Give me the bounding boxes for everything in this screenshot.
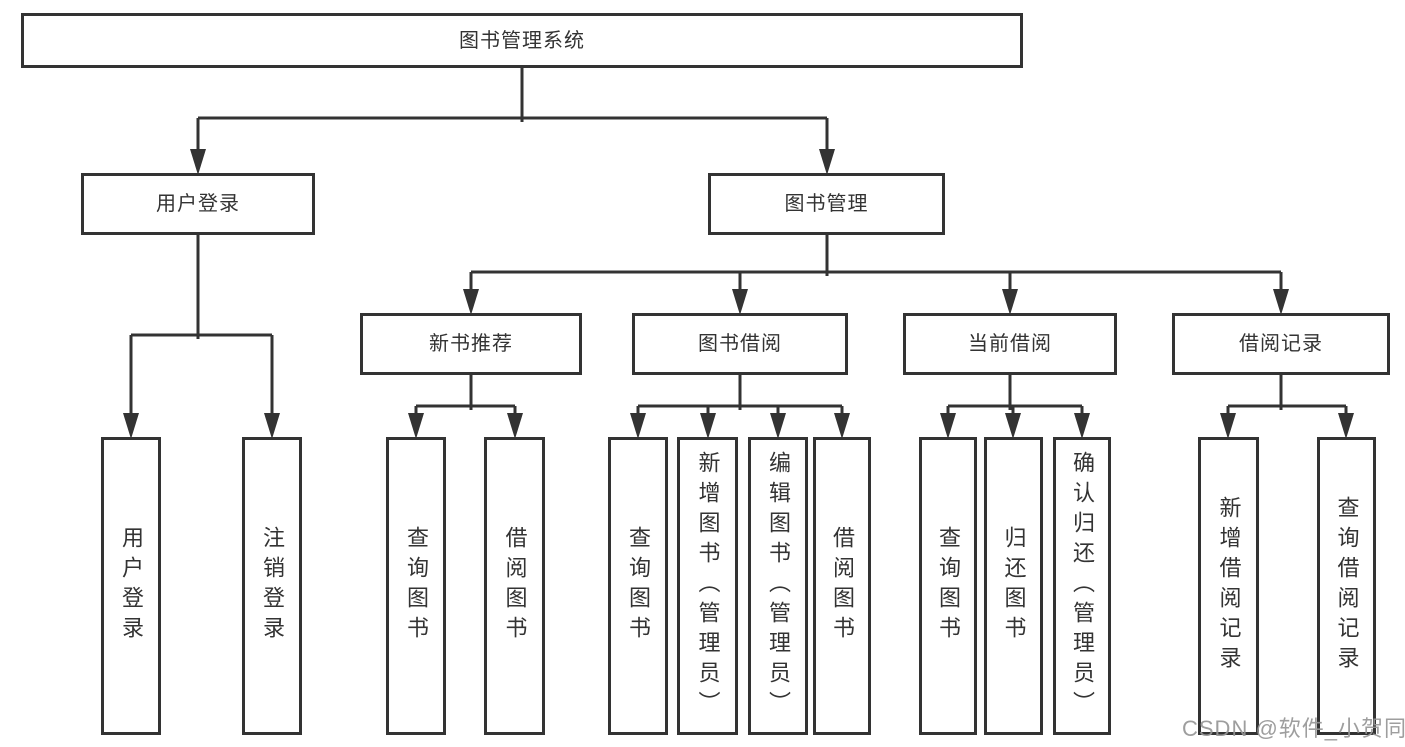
node-label: 图书管理系统: [459, 29, 585, 52]
node-label: 当前借阅: [968, 333, 1052, 355]
connector-current-borrow-branch: [940, 375, 1090, 439]
node-label: 归还图书: [1001, 526, 1027, 646]
leaf-borrow-books: 借阅图书: [813, 437, 871, 735]
leaf-add-book-admin: 新增图书（管理员）: [677, 437, 738, 735]
node-new-book-recommend: 新书推荐: [360, 313, 582, 375]
leaf-query-books-borrow: 查询图书: [608, 437, 668, 735]
node-label: 确认归还（管理员）: [1070, 451, 1095, 721]
node-book-management: 图书管理: [708, 173, 945, 235]
leaf-edit-book-admin: 编辑图书（管理员）: [748, 437, 808, 735]
connector-new-books-branch: [408, 375, 523, 439]
node-book-borrowing: 图书借阅: [632, 313, 848, 375]
leaf-query-borrow-record: 查询借阅记录: [1317, 437, 1376, 735]
node-label: 借阅记录: [1239, 333, 1323, 355]
leaf-query-books-current: 查询图书: [919, 437, 977, 735]
leaf-logout: 注销登录: [242, 437, 302, 735]
node-label: 新书推荐: [429, 333, 513, 355]
node-label: 图书管理: [784, 193, 869, 215]
node-label: 注销登录: [260, 526, 285, 646]
connector-root-to-level2: [190, 67, 835, 175]
connector-borrow-records-branch: [1220, 375, 1354, 439]
node-label: 借阅图书: [830, 526, 855, 646]
connector-book-mgmt-branch: [463, 235, 1289, 315]
node-label: 新增图书（管理员）: [695, 451, 721, 721]
connector-user-login-branch: [123, 235, 280, 439]
leaf-return-book: 归还图书: [984, 437, 1043, 735]
node-library-system: 图书管理系统: [21, 13, 1023, 68]
node-label: 新增借阅记录: [1216, 496, 1242, 676]
node-label: 查询图书: [626, 526, 651, 646]
leaf-borrow-books-recommend: 借阅图书: [484, 437, 545, 735]
node-label: 编辑图书（管理员）: [766, 451, 791, 721]
node-label: 查询图书: [936, 526, 961, 646]
leaf-user-login: 用户登录: [101, 437, 161, 735]
node-current-borrowing: 当前借阅: [903, 313, 1117, 375]
node-borrowing-records: 借阅记录: [1172, 313, 1390, 375]
leaf-query-books-recommend: 查询图书: [386, 437, 446, 735]
leaf-add-borrow-record: 新增借阅记录: [1198, 437, 1259, 735]
csdn-watermark: CSDN @软件_小贺同学: [1182, 716, 1405, 741]
node-label: 查询借阅记录: [1334, 496, 1360, 676]
node-label: 查询图书: [404, 526, 429, 646]
leaf-confirm-return-admin: 确认归还（管理员）: [1053, 437, 1111, 735]
connector-book-borrow-branch: [630, 375, 850, 439]
node-user-login: 用户登录: [81, 173, 315, 235]
node-label: 图书借阅: [698, 333, 782, 355]
node-label: 借阅图书: [502, 526, 528, 646]
node-label: 用户登录: [119, 526, 144, 646]
node-label: 用户登录: [156, 193, 240, 215]
